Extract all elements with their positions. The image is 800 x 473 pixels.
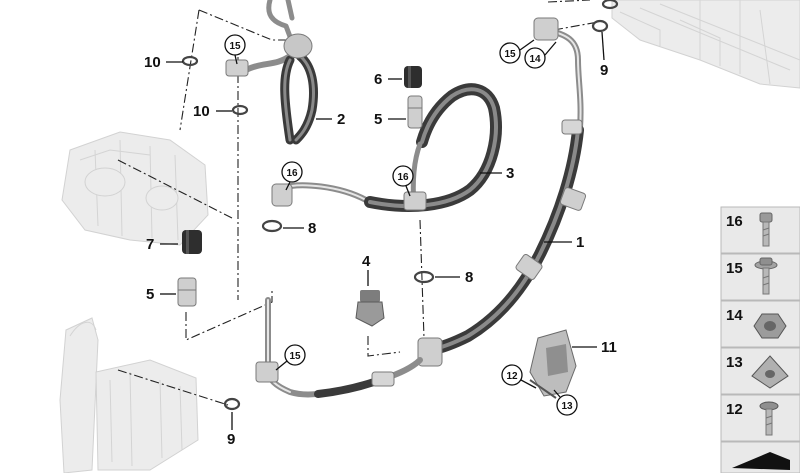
callout-8-left: 8 (308, 220, 316, 237)
callout-6: 6 (374, 71, 382, 88)
callout-15-right: 15 (504, 49, 516, 60)
valve-core-5-upper (407, 95, 423, 129)
sealing-rings (181, 0, 619, 411)
evaporator-housing-ghost (611, 0, 800, 89)
legend-row-extra (720, 441, 800, 473)
legend-row-15: 15 (720, 253, 800, 301)
callout-labels: 10 10 15 2 6 5 16 16 3 8 7 5 4 8 1 (144, 31, 617, 448)
legend-row-14: 14 (720, 300, 800, 348)
torx-screw-icon (759, 401, 779, 436)
arrow-icon (732, 452, 790, 470)
valve-cap-7 (182, 230, 202, 254)
valve-core-5-lower (177, 277, 197, 307)
callout-2: 2 (337, 111, 345, 128)
callout-9-right: 9 (600, 62, 608, 79)
callout-5-upper: 5 (374, 111, 382, 128)
legend-row-12: 12 (720, 394, 800, 442)
legend-number-13: 13 (726, 354, 743, 371)
callout-8-right: 8 (465, 269, 473, 286)
callout-16-right: 16 (397, 172, 409, 183)
legend-number-16: 16 (726, 213, 743, 230)
callout-14: 14 (529, 54, 541, 65)
hose-part-2 (225, 0, 318, 145)
callout-13: 13 (561, 401, 573, 412)
callout-10-upper: 10 (144, 54, 161, 71)
legend-number-15: 15 (726, 260, 743, 277)
callout-15-lower: 15 (289, 351, 301, 362)
callout-7: 7 (146, 236, 154, 253)
clip-nut-icon (751, 355, 789, 389)
flange-bolt-icon (754, 257, 778, 295)
line-part-1 (417, 17, 587, 367)
callout-3: 3 (506, 165, 514, 182)
pressure-sensor-4 (355, 290, 385, 327)
callout-12: 12 (506, 371, 518, 382)
parts-legend: 16 15 14 (720, 206, 800, 473)
hose-part-3 (271, 83, 502, 212)
callout-10-lower: 10 (193, 103, 210, 120)
condenser-bracket-ghost (59, 317, 199, 473)
callout-11: 11 (601, 339, 617, 356)
hex-nut-icon (753, 313, 787, 339)
callout-16-left: 16 (286, 168, 298, 179)
callout-15-top: 15 (229, 41, 241, 52)
lower-line (255, 297, 423, 398)
callout-1: 1 (576, 234, 584, 251)
compressor-ghost (61, 131, 209, 246)
legend-row-16: 16 (720, 206, 800, 254)
legend-number-12: 12 (726, 401, 743, 418)
hex-bolt-icon (759, 212, 773, 247)
bracket-11 (529, 329, 577, 399)
callout-9-lower: 9 (227, 431, 235, 448)
valve-cap-6 (404, 66, 422, 88)
callout-5-lower: 5 (146, 286, 154, 303)
legend-row-13: 13 (720, 347, 800, 395)
legend-number-14: 14 (726, 307, 743, 324)
callout-4: 4 (362, 253, 371, 270)
